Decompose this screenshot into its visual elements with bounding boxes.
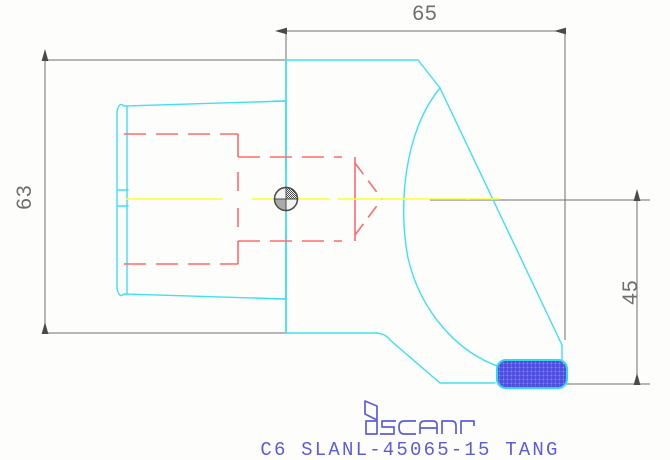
center-bore-quadrant-hatched [286, 187, 298, 199]
dimension-label-63: 63 [13, 184, 36, 209]
iscar-logo [364, 400, 475, 435]
logo-s [380, 420, 396, 435]
tool-head [285, 59, 563, 384]
hidden-line-nose-lower-taper [354, 198, 383, 236]
dimension-45-group: 45 [430, 189, 650, 385]
hidden-line-nose-upper-taper [354, 162, 383, 200]
dimension-63-group: 63 [13, 49, 290, 334]
head-relief-arc [402, 87, 501, 368]
logo-i-dot [364, 400, 378, 421]
logo-r-second [460, 420, 475, 434]
center-bore [273, 186, 299, 212]
shank-body [116, 100, 287, 300]
logo-c [398, 420, 416, 435]
logo-a [419, 420, 438, 434]
dimension-label-65: 65 [412, 2, 437, 25]
head-bottom-step [285, 332, 441, 384]
shank-outline [116, 103, 125, 297]
logo-r-first [441, 420, 457, 434]
shank-top-face [123, 100, 287, 173]
center-bore-quadrant-gray [274, 199, 286, 211]
logo-i-stem [365, 420, 378, 435]
head-top-flank [285, 59, 563, 346]
shank-rails [273, 100, 286, 300]
part-number-label: C6 SLANL-45065-15 TANG [260, 439, 559, 460]
cutting-insert [496, 359, 568, 389]
dimension-65-group: 65 [275, 2, 566, 340]
dimension-label-45: 45 [619, 279, 642, 304]
insert-body [496, 359, 568, 389]
